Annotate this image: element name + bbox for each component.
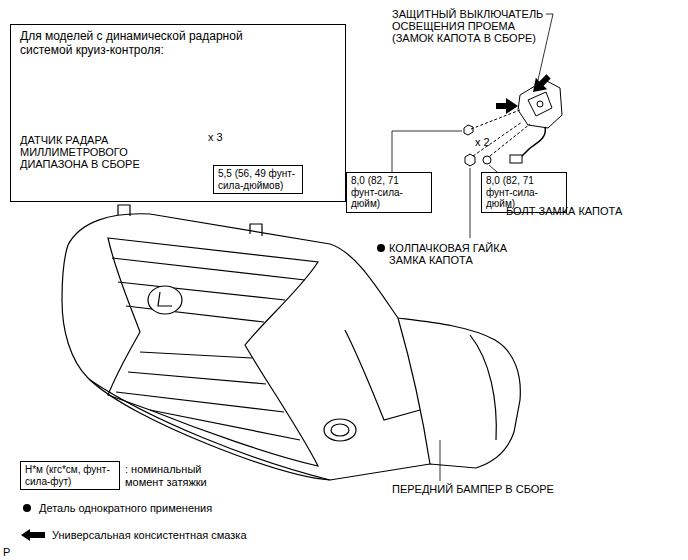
single-use-dot bbox=[377, 244, 385, 252]
torque-box: 5,5 (56, 49 фунт-сила-дюймов) bbox=[213, 165, 303, 194]
legend-entry: Деталь однократного применения bbox=[20, 502, 212, 515]
single-use-symbol bbox=[20, 502, 34, 514]
single-use-dot bbox=[377, 244, 385, 252]
leader-line bbox=[538, 14, 553, 80]
hood-lock-bolts bbox=[464, 125, 473, 135]
leader-line bbox=[489, 165, 497, 172]
torque-box: 8,0 (82, 71 фунт-сила-дюйм) bbox=[346, 172, 432, 213]
callout-number: P bbox=[3, 546, 10, 558]
legend-entry: : номинальный момент затяжки bbox=[125, 463, 225, 488]
front-bumper bbox=[250, 224, 262, 236]
hood-lock-bolts bbox=[483, 156, 491, 164]
hood-lock bbox=[510, 155, 522, 163]
hood-lock bbox=[537, 101, 543, 107]
leader-line bbox=[470, 168, 471, 238]
legend-text: Универсальная консистентная смазка bbox=[52, 529, 247, 542]
torque-value: 8,0 (82, 71 фунт-сила-дюйм) bbox=[351, 175, 427, 210]
front-bumper bbox=[158, 292, 172, 306]
hood-lock bbox=[520, 127, 545, 158]
front-bumper bbox=[345, 330, 420, 420]
torque-box: Н*м (кгс*см, фунт-сила-фут) bbox=[20, 461, 120, 490]
panel-heading: Для моделей с динамической радарной сист… bbox=[20, 30, 280, 58]
front-bumper bbox=[140, 352, 252, 358]
torque-value: 8,0 (82, 71 фунт-сила-дюйм) bbox=[486, 175, 562, 210]
hood-lock-bolts bbox=[464, 110, 530, 166]
hood-lock bbox=[510, 80, 562, 163]
part-name: ПЕРЕДНИЙ БАМПЕР В СБОРЕ bbox=[392, 483, 554, 495]
front-bumper bbox=[112, 258, 305, 280]
option-panel: Для моделей с динамической радарной сист… bbox=[10, 24, 346, 202]
torque-value: 5,5 (56, 49 фунт-сила-дюймов) bbox=[218, 168, 298, 191]
front-bumper bbox=[118, 205, 130, 216]
hood-lock-bolts bbox=[471, 110, 520, 129]
grease-symbol bbox=[20, 529, 46, 541]
callout-number: x 2 bbox=[475, 136, 490, 148]
grease-symbol bbox=[21, 529, 45, 541]
part-name: БОЛТ ЗАМКА КАПОТА bbox=[506, 205, 622, 217]
leader-line bbox=[392, 131, 462, 172]
legend-entry: Универсальная консистентная смазка bbox=[20, 529, 247, 542]
front-bumper bbox=[331, 424, 349, 436]
front-bumper bbox=[108, 238, 318, 466]
grease-arrow bbox=[527, 71, 554, 98]
leader-line bbox=[440, 440, 441, 481]
single-use-symbol bbox=[23, 504, 31, 512]
hood-lock-bolts bbox=[473, 122, 530, 156]
front-bumper bbox=[470, 335, 496, 440]
grease-arrow bbox=[496, 98, 518, 114]
part-name: ДАТЧИК РАДАРА МИЛЛИМЕТРОВОГО ДИАПАЗОНА В… bbox=[20, 134, 145, 170]
grease-arrow bbox=[496, 71, 554, 114]
front-bumper bbox=[126, 306, 264, 322]
part-name: ЗАЩИТНЫЙ ВЫКЛЮЧАТЕЛЬ ОСВЕЩЕНИЯ ПРОЕМА (З… bbox=[392, 8, 552, 44]
front-bumper bbox=[324, 419, 356, 441]
legend-text: : номинальный момент затяжки bbox=[125, 463, 225, 488]
front-bumper bbox=[128, 372, 266, 384]
front-bumper bbox=[398, 318, 430, 464]
front-bumper bbox=[148, 286, 182, 314]
part-name: КОЛПАЧКОВАЯ ГАЙКА ЗАМКА КАПОТА bbox=[389, 242, 524, 266]
hood-lock bbox=[528, 92, 552, 116]
front-bumper bbox=[118, 282, 285, 300]
callout-number: x 3 bbox=[208, 131, 223, 143]
torque-value: Н*м (кгс*см, фунт-сила-фут) bbox=[25, 464, 115, 487]
legend-text: Деталь однократного применения bbox=[39, 502, 212, 515]
